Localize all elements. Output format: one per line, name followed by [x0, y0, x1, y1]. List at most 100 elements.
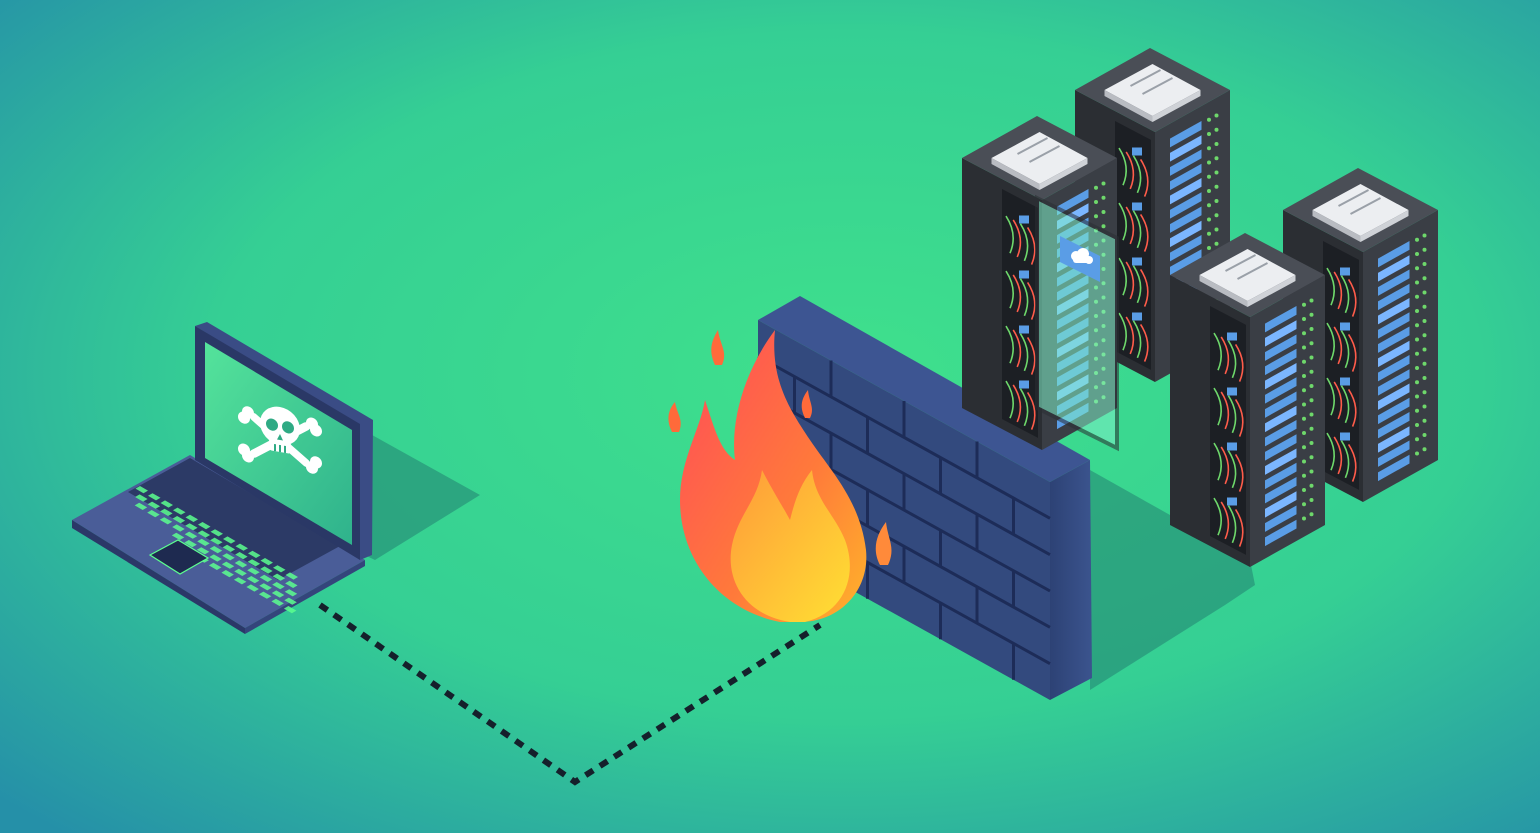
- rack-cable: [1125, 206, 1135, 245]
- rack-status-led: [1302, 331, 1306, 336]
- keyboard-key: [172, 524, 185, 532]
- rack-drive-unit: [1378, 269, 1410, 296]
- server-rack-front-left: [1170, 233, 1325, 567]
- rack-cap-vent: [1017, 137, 1048, 155]
- rack-status-led: [1302, 473, 1306, 478]
- rack-status-led: [1302, 388, 1306, 393]
- rack-cap-vent: [1130, 69, 1161, 87]
- rack-status-led: [1415, 237, 1419, 242]
- rack-status-led: [1207, 160, 1211, 165]
- rack-status-led: [1094, 214, 1098, 219]
- rack-cable: [1026, 392, 1036, 430]
- rack-port: [1340, 267, 1350, 276]
- laptop-icon: [72, 322, 373, 634]
- rack-cable: [1333, 436, 1343, 475]
- rack-status-led: [1309, 398, 1314, 403]
- rack-status-led: [1214, 142, 1219, 147]
- rack-status-led: [1415, 437, 1419, 442]
- rack-status-led: [1422, 233, 1427, 238]
- rack-status-led: [1302, 488, 1306, 493]
- rack-drive-unit: [1378, 369, 1410, 396]
- rack-status-led: [1309, 341, 1314, 346]
- rack-status-led: [1415, 351, 1419, 356]
- rack-status-led: [1214, 199, 1219, 204]
- rack-status-led: [1207, 132, 1211, 137]
- rack-cable: [1125, 151, 1135, 190]
- flame-inner: [730, 470, 850, 622]
- rack-cap-side: [1312, 210, 1361, 242]
- keyboard-key: [197, 538, 210, 546]
- rack-status-led: [1101, 195, 1106, 200]
- rack-cap-side: [1039, 158, 1088, 190]
- rack-drive-unit: [1378, 426, 1410, 453]
- rack-cable: [1118, 312, 1127, 351]
- rack-drive-unit: [1265, 334, 1297, 361]
- rack-drive-unit: [1170, 206, 1202, 233]
- rack-port: [1132, 312, 1142, 321]
- rack-drive-unit: [1378, 283, 1410, 311]
- cloud-icon: [1071, 248, 1093, 264]
- keyboard-key: [248, 550, 261, 558]
- rack-status-led: [1207, 217, 1211, 222]
- rack-status-led: [1422, 247, 1427, 252]
- rack-cable: [1340, 275, 1350, 314]
- rack-status-led: [1214, 170, 1219, 175]
- rack-cable: [1012, 384, 1022, 423]
- rack-status-led: [1422, 390, 1427, 395]
- rack-cable: [1019, 278, 1029, 317]
- rack-drive-unit: [1265, 419, 1297, 447]
- rack-status-led: [1309, 312, 1314, 317]
- rack-cable: [1220, 336, 1230, 375]
- rack-drive-unit: [1378, 297, 1410, 325]
- keyboard-key: [283, 606, 297, 614]
- keyboard-key: [222, 544, 236, 552]
- rack-status-led: [1422, 304, 1427, 309]
- rack-cable: [1340, 440, 1350, 479]
- keyboard-key: [208, 562, 222, 570]
- keyboard-key: [160, 508, 173, 516]
- rack-cable: [1118, 202, 1127, 241]
- rack-port: [1227, 332, 1237, 341]
- rack-status-led: [1094, 200, 1098, 205]
- rack-drive-unit: [1170, 192, 1202, 219]
- rack-drive-unit: [1378, 411, 1410, 439]
- rack-status-led: [1302, 359, 1306, 364]
- rack-drive-unit: [1378, 240, 1410, 268]
- rack-drive-unit: [1378, 340, 1410, 368]
- flame-spark-4: [801, 390, 812, 418]
- rack-cable: [1132, 265, 1142, 304]
- keyboard-key: [285, 572, 298, 580]
- keyboard-key: [185, 514, 198, 522]
- rack-status-led: [1101, 181, 1106, 186]
- rack-status-led: [1309, 355, 1314, 360]
- rack-cable: [1333, 381, 1343, 420]
- keyboard-key: [210, 537, 223, 545]
- rack-port: [1340, 377, 1350, 386]
- rack-cable: [1326, 432, 1335, 471]
- rack-status-led: [1302, 431, 1306, 436]
- keyboard-key: [271, 590, 285, 598]
- keyboard-key: [284, 597, 297, 605]
- keyboard-key: [272, 582, 285, 590]
- rack-drive-unit: [1378, 255, 1410, 282]
- keyboard-key: [148, 493, 161, 501]
- rack-status-led: [1207, 146, 1211, 151]
- rack-status-led: [1302, 416, 1306, 421]
- rack-drive-unit: [1170, 135, 1202, 162]
- flame-spark-1: [711, 330, 725, 365]
- keyboard-key: [260, 558, 273, 566]
- keyboard-key: [234, 568, 247, 576]
- keyboard-key: [210, 529, 223, 537]
- server-rack-back-left: [962, 116, 1119, 452]
- keyboard-key: [135, 494, 148, 502]
- keyboard-key: [147, 501, 161, 509]
- rack-port: [1340, 432, 1350, 441]
- rack-drive-unit: [1265, 448, 1297, 475]
- rack-cable: [1139, 214, 1149, 252]
- keyboard-key: [184, 531, 198, 539]
- rack-cable: [1333, 326, 1343, 365]
- rack-drive-unit: [1265, 405, 1297, 433]
- rack-status-led: [1415, 380, 1419, 385]
- rack-status-led: [1415, 323, 1419, 328]
- keyboard-key: [196, 547, 210, 555]
